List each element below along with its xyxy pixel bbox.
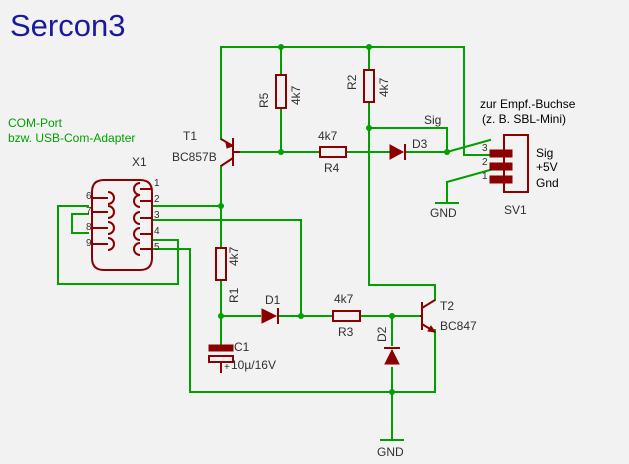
sv1-signal-5v: +5V bbox=[536, 160, 558, 174]
diode-d1: D1 bbox=[261, 293, 281, 324]
com-port-label: COM-Port bbox=[8, 116, 63, 130]
r1-name: R1 bbox=[227, 287, 241, 303]
resistor-r3: 4k7 R3 bbox=[332, 292, 361, 339]
resistor-r4: 4k7 R4 bbox=[318, 129, 347, 175]
r2-name: R2 bbox=[345, 74, 359, 90]
transistor-t1: T1 BC857B bbox=[172, 129, 240, 167]
gnd-bottom-label: GND bbox=[377, 445, 404, 459]
resistor-r5: R5 4k7 bbox=[257, 74, 303, 109]
gnd-top-label: GND bbox=[430, 206, 457, 220]
r5-name: R5 bbox=[257, 92, 271, 108]
sv1-name: SV1 bbox=[504, 203, 527, 217]
t2-value: BC847 bbox=[440, 319, 477, 333]
r3-name: R3 bbox=[338, 325, 354, 339]
d1-name: D1 bbox=[265, 293, 281, 307]
t1-name: T1 bbox=[183, 129, 197, 143]
receiver-sublabel: (z. B. SBL-Mini) bbox=[482, 112, 566, 126]
header-sv1: 3 2 1 Sig +5V Gnd SV1 bbox=[482, 134, 559, 217]
r3-value: 4k7 bbox=[334, 292, 354, 306]
junction-dots bbox=[218, 44, 450, 395]
com-port-sublabel: bzw. USB-Com-Adapter bbox=[8, 131, 135, 145]
gnd-symbol-top: GND bbox=[430, 202, 459, 220]
t2-name: T2 bbox=[440, 299, 454, 313]
sv1-signal-sig: Sig bbox=[536, 146, 553, 160]
r4-value: 4k7 bbox=[318, 129, 338, 143]
gnd-symbol-bottom: GND bbox=[377, 439, 404, 459]
t1-value: BC857B bbox=[172, 150, 217, 164]
resistor-r2: R2 4k7 bbox=[345, 69, 391, 103]
resistor-r1: 4k7 R1 bbox=[215, 246, 241, 303]
r2-value: 4k7 bbox=[377, 77, 391, 97]
c1-name: C1 bbox=[234, 340, 250, 354]
x1-pin-4: 4 bbox=[154, 226, 160, 237]
x1-pin-5: 5 bbox=[154, 242, 160, 253]
x1-pin-6: 6 bbox=[86, 191, 92, 202]
x1-pin-9: 9 bbox=[86, 238, 92, 249]
page-title: Sercon3 bbox=[10, 8, 125, 43]
wires bbox=[57, 46, 492, 441]
transistor-t2: T2 BC847 bbox=[420, 299, 477, 333]
sv1-pin-1: 1 bbox=[482, 171, 488, 182]
c1-value: 10µ/16V bbox=[231, 358, 276, 372]
receiver-label: zur Empf.-Buchse bbox=[480, 97, 576, 111]
x1-pin-1: 1 bbox=[154, 178, 160, 189]
r5-value: 4k7 bbox=[289, 85, 303, 105]
sv1-pin-3: 3 bbox=[482, 143, 488, 154]
x1-pin-8: 8 bbox=[86, 222, 92, 233]
x1-pin-7: 7 bbox=[86, 206, 92, 217]
x1-pin-2: 2 bbox=[154, 194, 160, 205]
diode-d3: D3 bbox=[389, 137, 428, 160]
x1-name: X1 bbox=[132, 155, 147, 169]
connector-x1: X1 1 2 3 4 5 6 7 8 9 bbox=[86, 155, 160, 271]
c1-polarity: + bbox=[224, 362, 230, 373]
sv1-signal-gnd: Gnd bbox=[536, 176, 559, 190]
net-sig-label: Sig bbox=[424, 113, 441, 127]
d3-name: D3 bbox=[412, 137, 428, 151]
r4-name: R4 bbox=[324, 161, 340, 175]
sv1-pin-2: 2 bbox=[482, 157, 488, 168]
x1-pin-3: 3 bbox=[154, 210, 160, 221]
capacitor-c1: C1 + 10µ/16V bbox=[208, 340, 276, 373]
d2-name: D2 bbox=[375, 326, 389, 342]
diode-d2: D2 bbox=[375, 326, 400, 365]
r1-value: 4k7 bbox=[227, 246, 241, 266]
